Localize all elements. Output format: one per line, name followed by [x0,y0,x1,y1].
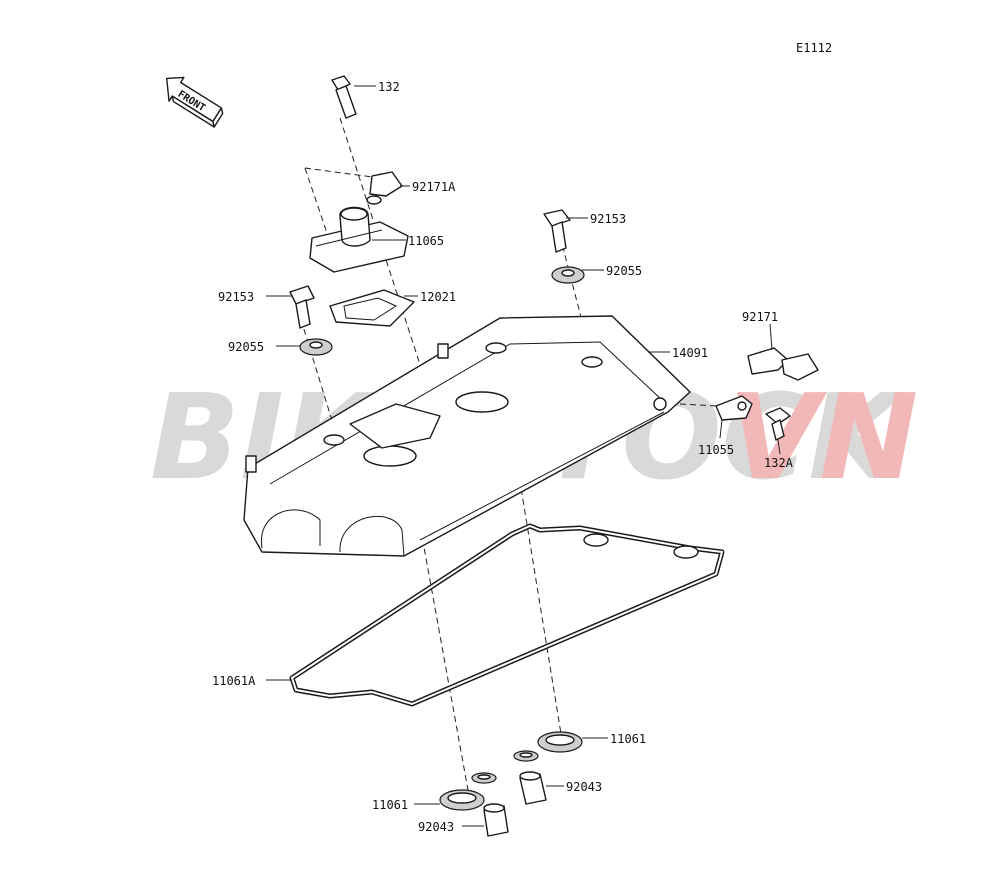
breather-cover-11065-label: 11065 [408,234,444,248]
breather-cover-11065-icon [309,206,409,273]
plate-12021-icon [329,289,415,327]
pin-92043-right-icon [519,771,547,805]
front-arrow-icon: FRONT [166,76,224,128]
pin-92043-left-icon [483,803,509,837]
gasket-11061-right-label: 11061 [610,732,646,746]
part-labels: 132 92171A 11065 92153 92055 92153 12021… [212,80,794,834]
bolt-92153-left-label: 92153 [218,290,254,304]
clamp-92171-icon [747,347,819,381]
gasket-11061a-icon [289,523,725,707]
clamp-92171a-icon [366,171,403,205]
clamp-92171-label: 92171 [742,310,778,324]
gasket-11061-right-icon [513,731,583,762]
washer-92055-right-icon [551,266,585,284]
bolt-132a-label: 132A [764,456,794,470]
bolt-92153-left-icon [289,285,315,329]
clamp-92171a-label: 92171A [412,180,456,194]
watermark-accent-text: VN [728,368,918,506]
bolt-132-icon [331,75,357,119]
gasket-11061-left-label: 11061 [372,798,408,812]
bolt-132-label: 132 [378,80,400,94]
cylinder-head-cover-14091-icon [243,315,691,557]
cylinder-head-cover-14091-label: 14091 [672,346,708,360]
diagram-code: E1112 [796,41,832,55]
bolt-92153-right-icon [543,209,571,253]
bolt-92153-right-label: 92153 [590,212,626,226]
bracket-11055-icon [715,395,753,421]
washer-92055-right-label: 92055 [606,264,642,278]
washer-92055-left-label: 92055 [228,340,264,354]
plate-12021-label: 12021 [420,290,456,304]
bracket-11055-label: 11055 [698,443,734,457]
washer-92055-left-icon [299,338,333,356]
pin-92043-left-label: 92043 [418,820,454,834]
gasket-11061-left-icon [439,772,497,811]
leader-lines [266,85,781,827]
gasket-11061a-label: 11061A [212,674,256,688]
pin-92043-right-label: 92043 [566,780,602,794]
bolt-132a-icon [765,407,791,441]
